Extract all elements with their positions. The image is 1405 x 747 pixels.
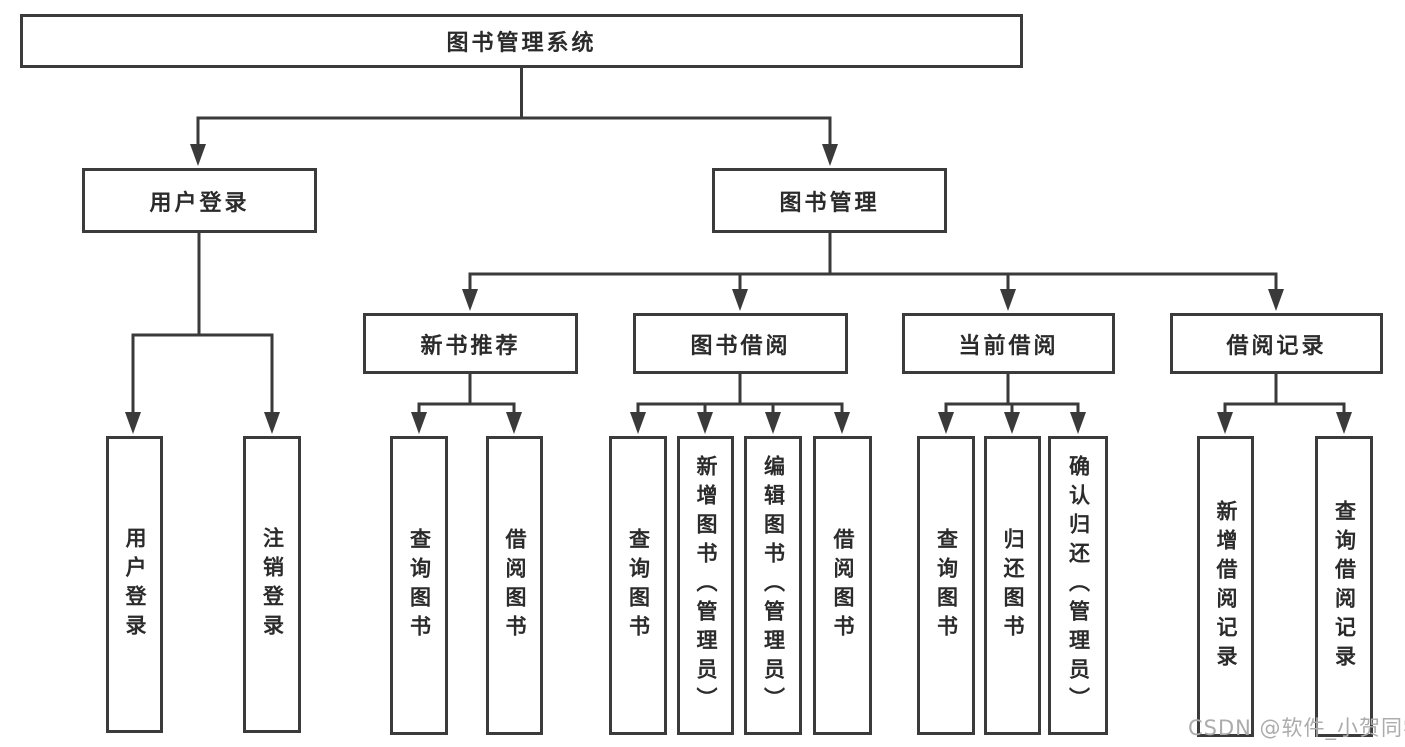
node-label: 查询借阅记录	[1332, 499, 1357, 674]
node-label: 编辑图书（管理员）	[761, 455, 786, 716]
arrowhead-icon	[1217, 412, 1233, 434]
leaf-query-borrow-record: 查询借阅记录	[1315, 436, 1373, 737]
edge-split-level2	[196, 116, 832, 148]
node-label: 查询图书	[934, 527, 959, 644]
edge-split-level3	[468, 272, 1278, 294]
edge-split-newbook-children	[417, 402, 516, 416]
leaf-query-books-recommend: 查询图书	[390, 436, 448, 735]
edge-split-userlogin-children	[131, 333, 274, 416]
node-label: 注销登录	[260, 526, 285, 643]
leaf-logout: 注销登录	[243, 436, 301, 733]
leaf-add-borrow-record: 新增借阅记录	[1197, 436, 1254, 737]
node-label: 新增借阅记录	[1214, 499, 1239, 674]
leaf-user-login: 用户登录	[106, 436, 163, 733]
leaf-query-books-current: 查询图书	[917, 436, 975, 735]
leaf-borrow-books-recommend: 借阅图书	[486, 436, 543, 735]
tree-edges	[131, 66, 1346, 416]
arrowhead-icon	[630, 412, 646, 434]
leaf-borrow-books-borrowing: 借阅图书	[813, 436, 872, 735]
arrowhead-icon	[506, 412, 522, 434]
arrowhead-icon	[1000, 289, 1016, 311]
node-label: 图书管理	[779, 190, 880, 216]
leaf-return-book: 归还图书	[984, 436, 1041, 735]
node-book-borrowing: 图书借阅	[633, 313, 848, 374]
node-label: 当前借阅	[958, 333, 1059, 359]
arrowhead-icon	[938, 412, 954, 434]
node-label: 用户登录	[149, 190, 250, 216]
arrowhead-icon	[190, 144, 206, 166]
node-label: 借阅图书	[831, 527, 856, 644]
node-label: 查询图书	[626, 527, 651, 644]
arrowhead-icon	[264, 412, 280, 434]
node-root-system: 图书管理系统	[20, 14, 1023, 68]
arrowhead-icon	[1336, 412, 1352, 434]
node-user-login: 用户登录	[82, 168, 317, 233]
edge-split-records-children	[1223, 402, 1346, 416]
node-label: 图书借阅	[690, 333, 791, 359]
arrowhead-icon	[732, 289, 748, 311]
arrowhead-icon	[697, 412, 713, 434]
arrowhead-icon	[765, 412, 781, 434]
leaf-confirm-return-admin: 确认归还（管理员）	[1048, 436, 1108, 735]
node-new-book-recommend: 新书推荐	[363, 313, 578, 374]
arrowhead-icon	[822, 144, 838, 166]
arrowhead-icon	[411, 412, 427, 434]
arrowhead-icon	[462, 289, 478, 311]
node-book-management: 图书管理	[712, 168, 947, 233]
arrowheads	[125, 144, 1352, 434]
leaf-add-book-admin: 新增图书（管理员）	[677, 436, 734, 735]
arrowhead-icon	[1268, 289, 1284, 311]
arrowhead-icon	[125, 412, 141, 434]
node-current-borrowing: 当前借阅	[902, 313, 1115, 374]
node-label: 借阅记录	[1226, 333, 1327, 359]
node-label: 新增图书（管理员）	[694, 455, 719, 716]
edge-split-borrow-children	[636, 402, 844, 416]
node-label: 图书管理系统	[446, 31, 597, 56]
arrowhead-icon	[1070, 412, 1086, 434]
node-label: 借阅图书	[503, 527, 528, 644]
node-label: 用户登录	[123, 526, 148, 643]
csdn-watermark: CSDN @软件_小贺同学	[1188, 716, 1405, 740]
leaf-edit-book-admin: 编辑图书（管理员）	[744, 436, 802, 735]
arrowhead-icon	[834, 412, 850, 434]
arrowhead-icon	[1004, 412, 1020, 434]
node-label: 新书推荐	[420, 333, 521, 359]
node-label: 查询图书	[407, 527, 432, 644]
node-label: 归还图书	[1001, 527, 1026, 644]
leaf-query-books-borrowing: 查询图书	[609, 436, 667, 735]
node-label: 确认归还（管理员）	[1066, 455, 1091, 716]
node-borrowing-records: 借阅记录	[1170, 313, 1383, 374]
